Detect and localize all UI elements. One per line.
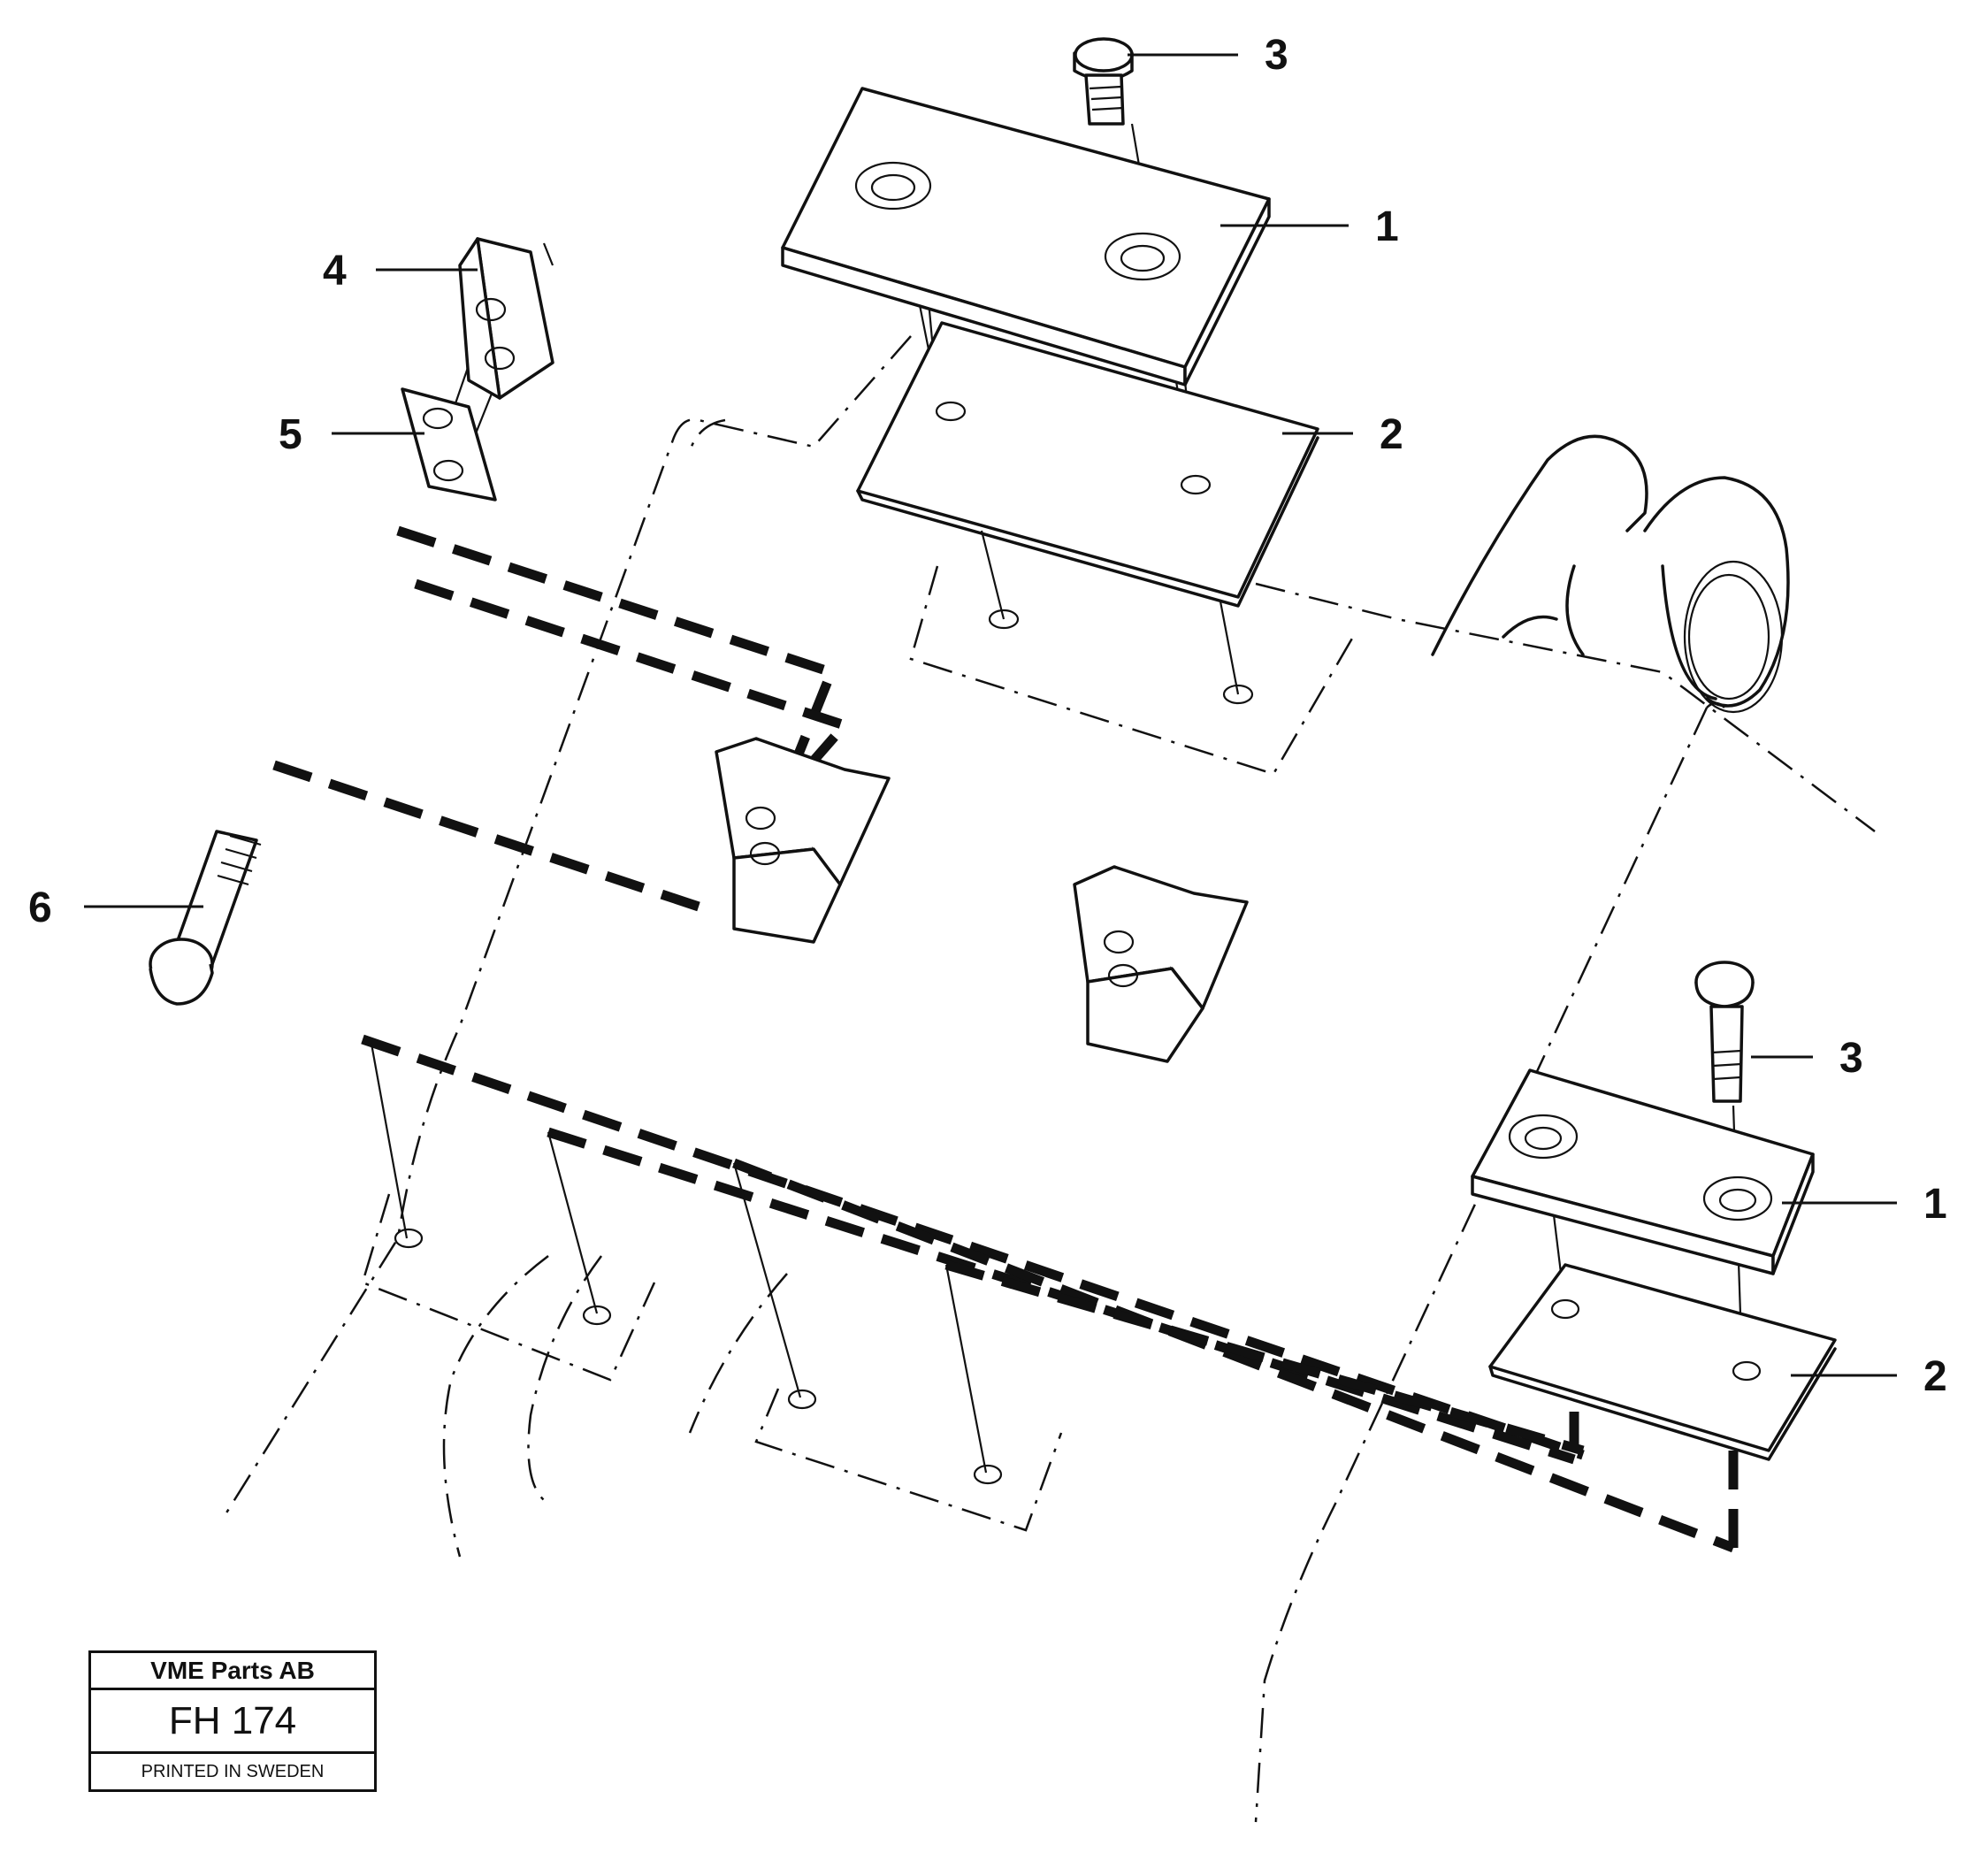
title-block: VME Parts AB FH 174 PRINTED IN SWEDEN <box>88 1650 377 1792</box>
assembly-lines <box>272 525 1739 1553</box>
shim-plate-top <box>856 321 1319 705</box>
bolt-top <box>1073 37 1134 126</box>
wear-plate-bottom <box>1471 1068 1815 1275</box>
adapter-plate <box>401 387 497 502</box>
callout-3-top: 3 <box>1265 32 1288 79</box>
callout-4: 4 <box>323 248 347 295</box>
leader-lines <box>84 53 1897 1377</box>
company-name: VME Parts AB <box>91 1653 374 1690</box>
bottom-holes <box>394 1228 1003 1485</box>
callout-5: 5 <box>279 411 302 458</box>
bolt-bottom <box>1694 961 1755 1103</box>
callout-1-bottom: 1 <box>1923 1181 1947 1228</box>
bracket-center <box>1073 865 1249 1063</box>
bracket-left <box>715 737 891 944</box>
callout-6: 6 <box>28 884 52 931</box>
bolt-6 <box>149 830 262 1006</box>
hinge-lugs <box>1431 434 1790 714</box>
callout-1-top: 1 <box>1375 203 1399 250</box>
callout-3-bottom: 3 <box>1839 1035 1863 1082</box>
bucket-outline <box>219 335 1876 1823</box>
adapter-block <box>458 237 554 400</box>
printed-in-note: PRINTED IN SWEDEN <box>141 1761 325 1781</box>
callout-2-top: 2 <box>1380 411 1403 458</box>
wear-plate-top <box>781 87 1271 387</box>
drawing-code: FH 174 <box>91 1690 374 1754</box>
callout-2-bottom: 2 <box>1923 1353 1947 1400</box>
callouts: 3 1 2 4 5 6 3 1 2 <box>28 32 1947 1400</box>
shim-plate-bottom <box>1488 1263 1837 1461</box>
